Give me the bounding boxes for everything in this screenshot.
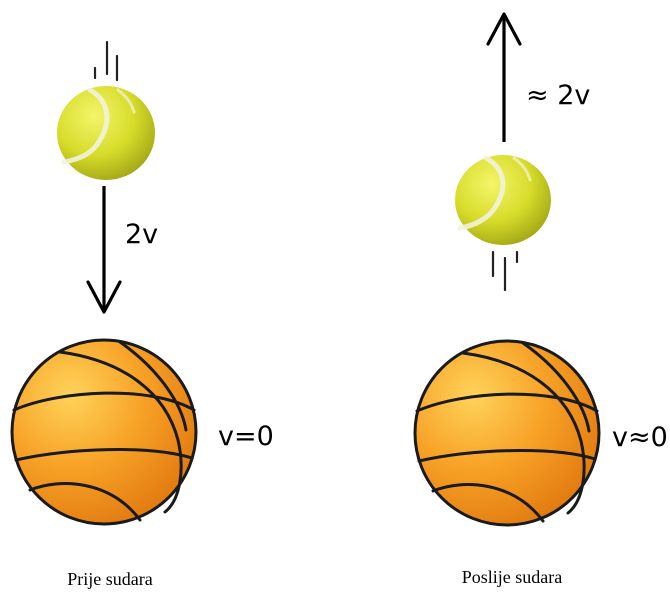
motion-lines-after: [491, 250, 519, 292]
tennis-ball-after: [455, 155, 551, 245]
tennis-velocity-label-after: ≈ 2v: [526, 80, 590, 111]
before-panel: 2v v=0 Prije sudara: [10, 40, 274, 589]
after-panel: ≈ 2v v≈0 Poslije sudara: [413, 12, 668, 587]
caption-after: Poslije sudara: [462, 567, 563, 587]
motion-lines-before: [93, 40, 119, 82]
velocity-arrow-up: [486, 12, 522, 142]
basketball-after: [413, 339, 601, 527]
tennis-ball-before: [57, 86, 155, 180]
tennis-velocity-label-before: 2v: [125, 219, 158, 250]
basketball-before: [10, 338, 198, 526]
basketball-velocity-label-before: v=0: [218, 421, 274, 452]
caption-before: Prije sudara: [67, 569, 152, 589]
velocity-arrow-down: [86, 186, 122, 314]
basketball-velocity-label-after: v≈0: [612, 422, 668, 453]
